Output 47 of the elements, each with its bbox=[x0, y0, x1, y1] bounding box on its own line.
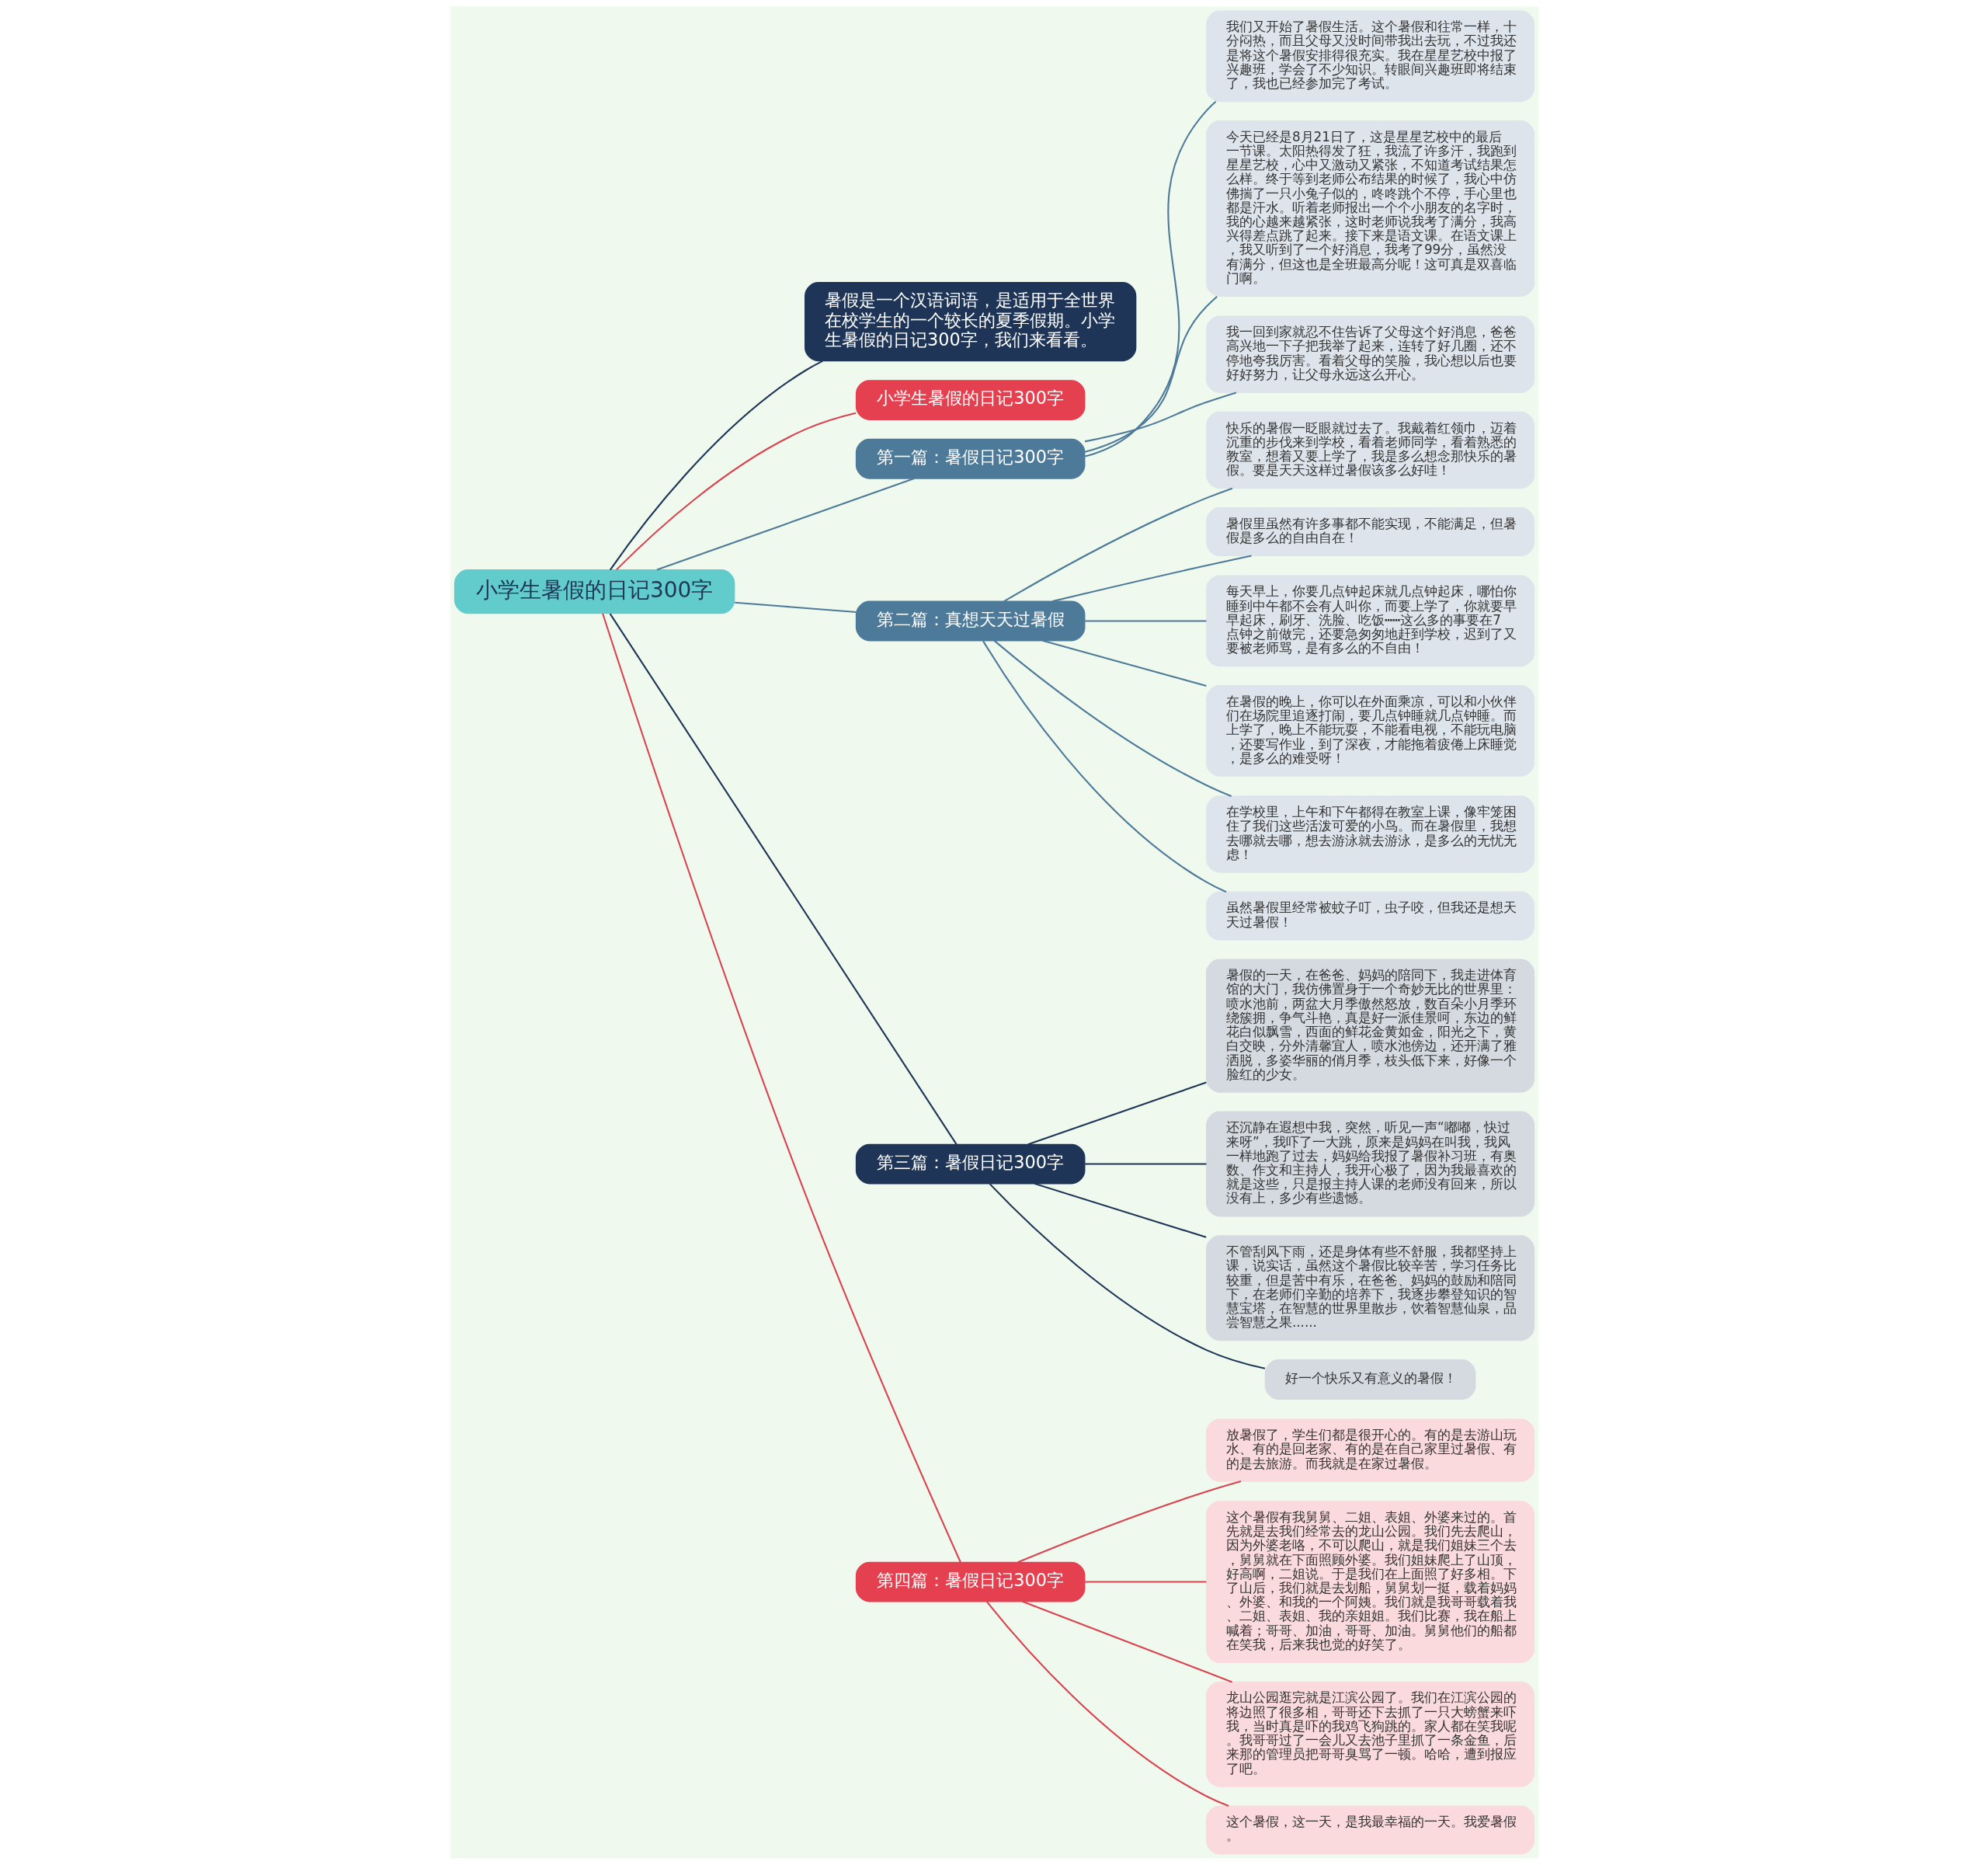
connector bbox=[993, 640, 1232, 797]
node-box: 这个暑假，这一天，是我最幸福的一天。我爱暑假。 bbox=[1205, 1805, 1534, 1855]
node-box: 虽然暑假里经常被蚊子叮，虫子咬，但我还是想天天过暑假！ bbox=[1205, 891, 1534, 941]
connector bbox=[656, 478, 914, 571]
connector bbox=[601, 613, 961, 1563]
node-box: 好一个快乐又有意义的暑假！ bbox=[1264, 1359, 1475, 1400]
connector bbox=[1034, 1182, 1206, 1238]
node-box: 在学校里，上午和下午都得在教室上课，像牢笼困住了我们这些活泼可爱的小鸟。而在暑假里，我想去哪就去哪，想去游泳就去游泳，是多么的无忧无虑！ bbox=[1205, 795, 1534, 873]
connector bbox=[982, 640, 1226, 893]
connector bbox=[1084, 100, 1216, 458]
connector bbox=[1021, 1600, 1232, 1683]
connector bbox=[1084, 295, 1218, 453]
node-box: 放暑假了，学生们都是很开心的。有的是去游山玩水、有的是回老家、有的是在自己家里过暑假、有的是去旅游。而我就是在家过暑假。 bbox=[1205, 1418, 1534, 1482]
connector bbox=[985, 1601, 1229, 1807]
node-box: 我一回到家就忍不住告诉了父母这个好消息，爸爸高兴地一下子把我举了起来，连转了好几圈，还不停地夸我厉害。看着父母的笑脸，我心想以后也要好好努力，让父母永远这么开心。 bbox=[1205, 315, 1534, 393]
node-box: 暑假是一个汉语词语，是适用于全世界在校学生的一个较长的夏季假期。小学生暑假的日记300字，我们来看看。 bbox=[804, 282, 1136, 362]
node-box: 每天早上，你要几点钟起床就几点钟起床，哪怕你睡到中午都不会有人叫你，而要上学了，你就要早早起床，刷牙、洗脸、吃饭┅┅这么多的事要在7点钟之前做完，还要急匆匆地赶到学校，迟到了又要被老师骂，是有多么的不自由！ bbox=[1205, 575, 1534, 667]
connector bbox=[1084, 391, 1236, 443]
connector bbox=[1051, 555, 1252, 603]
connector bbox=[1084, 620, 1206, 622]
connector bbox=[1017, 1481, 1241, 1564]
node-box: 还沉静在遐想中我，突然，听见一声“嘟嘟，快过来呀”，我吓了一大跳，原来是妈妈在叫我，我风一样地跑了过去，妈妈给我报了暑假补习班，有奥数、作文和主持人，我开心极了，因为我最喜欢的就是这些，只是报主持人课的老师没有回来，所以没有上，多少有些遗憾。 bbox=[1205, 1111, 1534, 1217]
connector bbox=[609, 613, 958, 1145]
connector bbox=[1084, 1581, 1206, 1583]
connector bbox=[989, 1183, 1265, 1369]
connector bbox=[734, 601, 856, 614]
connector bbox=[615, 412, 856, 571]
node-box: 这个暑假有我舅舅、二姐、表姐、外婆来过的。首先就是去我们经常去的龙山公园。我们先去爬山，因为外婆老咯，不可以爬山，就是我们姐妹三个去，舅舅就在下面照顾外婆。我们姐妹爬上了山顶，好高啊，二姐说。于是我们在上面照了好多相。下了山后，我们就是去划船，舅舅划一挺，载着妈妈、外婆、和我的一个阿姨。我们就是我哥哥载着我、二姐、表姐、我的亲姐姐。我们比赛，我在船上喊着；哥哥、加油，哥哥、加油。舅舅他们的船都在笑我，后来我也觉的好笑了。 bbox=[1205, 1501, 1534, 1663]
node-box: 暑假的一天，在爸爸、妈妈的陪同下，我走进体育馆的大门，我仿佛置身于一个奇妙无比的世界里：喷水池前，两盆大月季傲然怒放，数百朵小月季环绕簇拥，争气斗艳，真是好一派佳景呵，东边的鲜花白似飘雪，西面的鲜花金黄如金，阳光之下，黄白交映，分外清馨宜人，喷水池傍边，还开满了雅洒脱，多姿华丽的俏月季，枝头低下来，好像一个脸红的少女。 bbox=[1205, 959, 1534, 1093]
node-box: 快乐的暑假一眨眼就过去了。我戴着红领巾，迈着沉重的步伐来到学校，看着老师同学，看着熟悉的教室，想着又要上学了，我是多么想念那快乐的暑假。要是天天这样过暑假该多么好哇！ bbox=[1205, 411, 1534, 489]
node-box: 小学生暑假的日记300字 bbox=[454, 569, 735, 614]
connector bbox=[1003, 487, 1232, 603]
node-box: 龙山公园逛完就是江滨公园了。我们在江滨公园的将边照了很多相，哥哥还下去抓了一只大螃蟹来吓我，当时真是吓的我鸡飞狗跳的。家人都在笑我呢。我哥哥过了一会儿又去池子里抓了一条金鱼，后来那的管理员把哥哥臭骂了一顿。哈哈，遭到报应了吧。 bbox=[1205, 1681, 1534, 1787]
node-box: 暑假里虽然有许多事都不能实现，不能满足，但暑假是多么的自由自在！ bbox=[1205, 507, 1534, 557]
node-box: 不管刮风下雨，还是身体有些不舒服，我都坚持上课，说实话，虽然这个暑假比较辛苦，学习任务比较重，但是苦中有乐，在爸爸、妈妈的鼓励和陪同下，在老师们辛勤的培养下，我逐步攀登知识的智慧宝塔，在智慧的世界里散步，饮着智慧仙泉，品尝智慧之果...... bbox=[1205, 1235, 1534, 1341]
connector bbox=[609, 360, 823, 571]
node-box: 在暑假的晚上，你可以在外面乘凉，可以和小伙伴们在场院里追逐打闹，要几点钟睡就几点钟睡。而上学了，晚上不能玩耍，不能看电视，不能玩电脑，还要写作业，到了深夜，才能拖着疲倦上床睡觉，是多么的难受呀！ bbox=[1205, 685, 1534, 777]
node-box: 第一篇：暑假日记300字 bbox=[855, 438, 1085, 479]
node-box: 第二篇：真想天天过暑假 bbox=[855, 600, 1085, 642]
node-box: 我们又开始了暑假生活。这个暑假和往常一样，十分闷热，而且父母又没时间带我出去玩，不过我还是将这个暑假安排得很充实。我在星星艺校中报了兴趣班，学会了不少知识。转眼间兴趣班即将结束了，我也已经参加完了考试。 bbox=[1205, 10, 1534, 103]
node-box: 今天已经是8月21日了，这是星星艺校中的最后一节课。太阳热得发了狂，我流了许多汗，我跑到星星艺校，心中又激动又紧张，不知道考试结果怎么样。终于等到老师公布结果的时候了，我心中仿佛揣了一只小兔子似的，咚咚跳个不停，手心里也都是汗水。听着老师报出一个个小朋友的名字时，我的心越来越紧张，这时老师说我考了满分，我高兴得差点跳了起来。接下来是语文课。在语文课上，我又听到了一个好消息，我考了99分，虽然没有满分，但这也是全班最高分呢！这可真是双喜临门啊。 bbox=[1205, 120, 1534, 297]
node-box: 第三篇：暑假日记300字 bbox=[855, 1143, 1085, 1185]
node-box: 小学生暑假的日记300字 bbox=[855, 380, 1085, 420]
connector bbox=[1084, 1163, 1206, 1165]
node-box: 第四篇：暑假日记300字 bbox=[855, 1561, 1085, 1602]
connector bbox=[1027, 1081, 1207, 1146]
connector bbox=[1041, 639, 1207, 687]
